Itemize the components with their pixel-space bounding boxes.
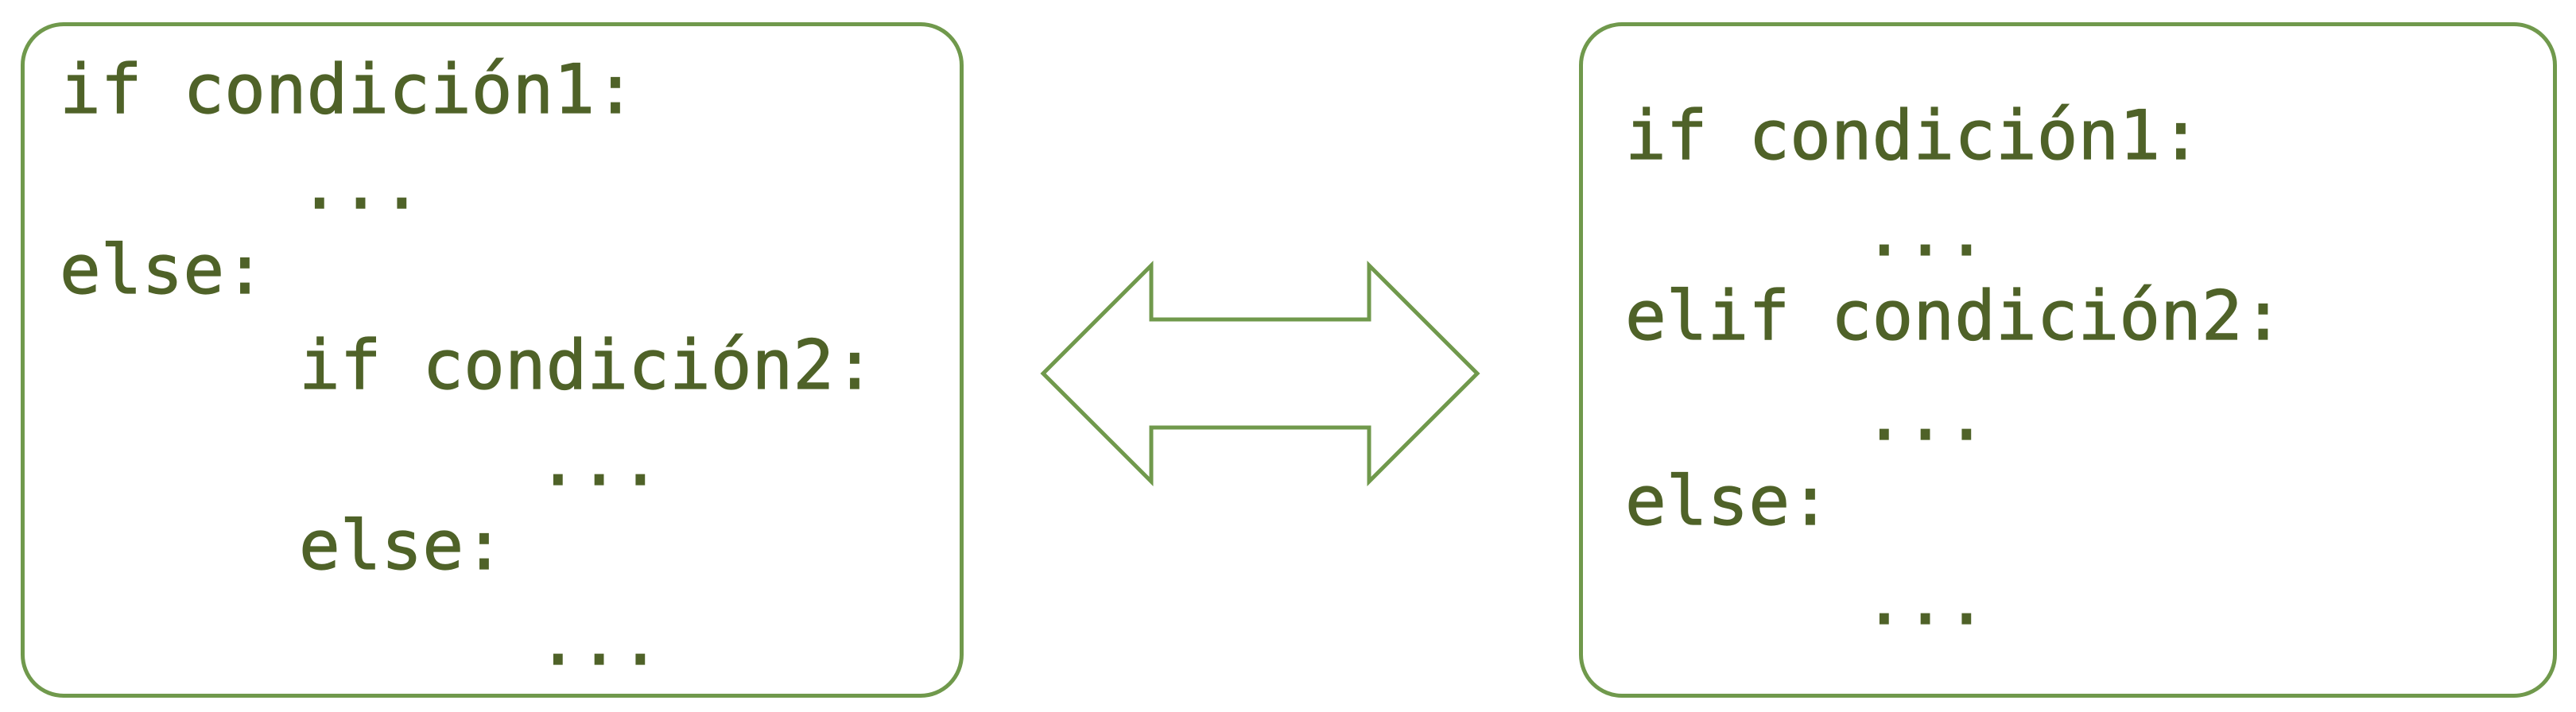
right-line-3: elif condición2: [1624,277,2284,356]
double-arrow-shape [1040,260,1480,487]
left-line-5: ... [537,422,661,501]
left-line-3: else: [59,230,266,310]
nested-if-else-box: if condición1: ... else: if condición2: … [21,22,964,698]
right-line-4: ... [1863,377,1988,456]
right-line-6: ... [1863,561,1988,640]
left-line-7: ... [537,602,661,681]
left-line-4: if condición2: [298,326,875,405]
right-line-5: else: [1624,462,1831,541]
elif-box: if condición1: ... elif condición2: ... … [1579,22,2557,698]
left-line-6: else: [298,506,505,586]
double-arrow-icon [1040,260,1480,487]
right-line-2: ... [1863,192,1988,272]
right-line-1: if condición1: [1624,96,2202,176]
left-line-2: ... [298,145,423,225]
left-line-1: if condición1: [59,50,636,130]
